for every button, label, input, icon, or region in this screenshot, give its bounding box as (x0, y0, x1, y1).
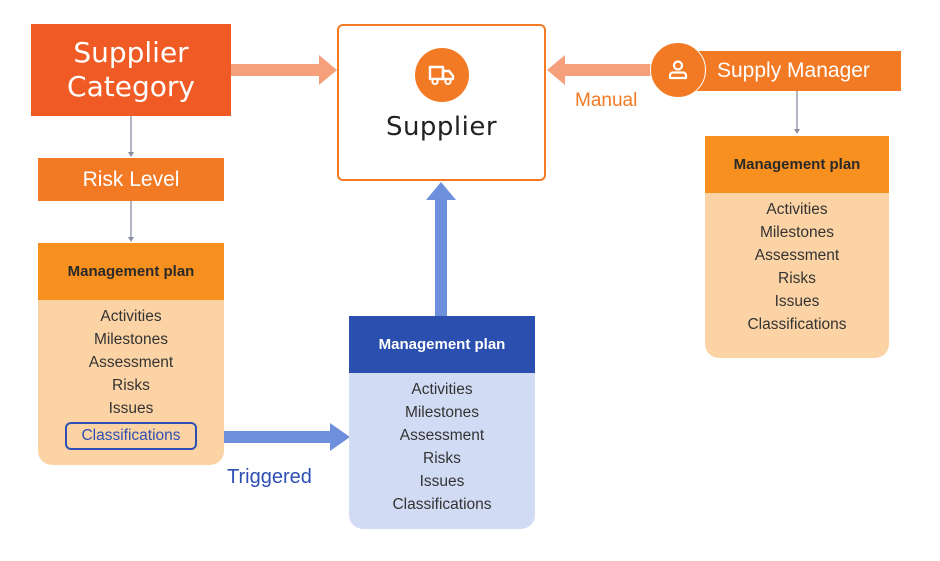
plan-item: Issues (419, 473, 465, 490)
plan-item: Issues (108, 400, 154, 417)
supply-manager-banner: Supply Manager (693, 51, 901, 91)
plan-item: Issues (774, 293, 820, 310)
connector-manager-to-plan (794, 91, 800, 134)
classifications-highlight: Classifications (65, 422, 197, 450)
plan-item: Classifications (392, 496, 492, 513)
management-plan-left: Management plan Activities Milestones As… (38, 243, 224, 465)
truck-icon (415, 48, 469, 102)
plan-item: Milestones (404, 404, 480, 421)
manual-label: Manual (575, 90, 638, 111)
plan-item: Risks (778, 270, 816, 287)
plan-item: Risks (423, 450, 461, 467)
supplier-title: Supplier (385, 112, 498, 142)
plan-items: Activities Milestones Assessment Risks I… (38, 300, 224, 465)
supplier-category-box: Supplier Category (31, 24, 231, 116)
plan-item: Classifications (747, 316, 847, 333)
connector-category-to-risk (128, 116, 134, 157)
plan-title: Management plan (705, 136, 889, 193)
management-plan-manual: Management plan Activities Milestones As… (705, 136, 889, 358)
arrow-plan-to-supplier (426, 182, 456, 316)
plan-items: Activities Milestones Assessment Risks I… (705, 193, 889, 358)
user-icon (650, 42, 706, 98)
management-plan-triggered: Management plan Activities Milestones As… (349, 316, 535, 529)
plan-item: Assessment (88, 354, 174, 371)
plan-item: Milestones (93, 331, 169, 348)
risk-level-box: Risk Level (38, 158, 224, 201)
supplier-category-line1: Supplier (73, 36, 189, 69)
supplier-category-line2: Category (67, 70, 195, 103)
plan-item: Risks (112, 377, 150, 394)
plan-item: Activities (411, 381, 473, 398)
plan-item: Milestones (759, 224, 835, 241)
plan-item: Assessment (399, 427, 485, 444)
plan-item: Activities (100, 308, 162, 325)
arrow-manager-to-supplier (547, 55, 652, 85)
arrow-category-to-supplier (231, 55, 337, 85)
plan-item: Assessment (754, 247, 840, 264)
connector-risk-to-plan (128, 201, 134, 242)
plan-title: Management plan (349, 316, 535, 373)
plan-items: Activities Milestones Assessment Risks I… (349, 373, 535, 529)
supply-manager-label: Supply Manager (717, 59, 870, 82)
plan-item: Activities (766, 201, 828, 218)
plan-title: Management plan (38, 243, 224, 300)
triggered-label: Triggered (227, 466, 312, 488)
